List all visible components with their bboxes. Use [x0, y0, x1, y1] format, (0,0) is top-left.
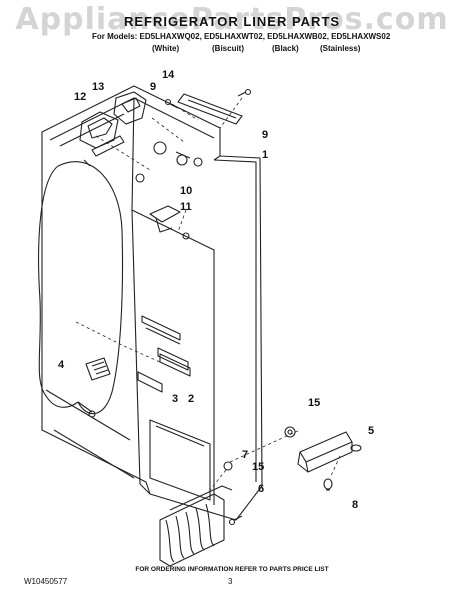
callout-3: 3 [172, 393, 179, 405]
callout-11: 11 [180, 201, 192, 213]
callout-6: 6 [258, 483, 265, 495]
part-14-strip [177, 93, 243, 125]
document-number: W10450577 [24, 577, 68, 586]
part-4-grille [85, 357, 111, 381]
page-title: REFRIGERATOR LINER PARTS [123, 14, 341, 29]
callout-13: 13 [92, 81, 105, 93]
part-5-housing [297, 431, 362, 473]
color-white: (White) [152, 44, 180, 53]
part-7-heater [159, 485, 233, 567]
page-number: 3 [228, 577, 233, 586]
color-biscuit: (Biscuit) [212, 44, 244, 53]
part-15-nut [223, 426, 296, 471]
callout-4: 4 [58, 359, 65, 371]
callout-8: 8 [352, 499, 359, 511]
callout-9-right: 9 [262, 129, 269, 141]
ordering-note: FOR ORDERING INFORMATION REFER TO PARTS … [135, 566, 329, 573]
callout-14: 14 [162, 69, 175, 81]
part-12-13-brackets [79, 91, 147, 149]
part-6-screw [228, 515, 243, 526]
screw-9 [164, 88, 252, 109]
model-list: For Models: ED5LHAXWQ02, ED5LHAXWT02, ED… [92, 32, 391, 41]
color-stainless: (Stainless) [320, 44, 361, 53]
rail-parts [137, 315, 191, 393]
callout-5: 5 [368, 425, 375, 437]
leader-lines [75, 97, 341, 491]
liner-body [41, 85, 263, 521]
watermark: AppliancePartsPros.com [15, 2, 449, 37]
wire-harness [38, 161, 124, 418]
callout-15-right: 15 [308, 397, 321, 409]
callout-15-left: 15 [252, 461, 265, 473]
callout-7: 7 [242, 449, 249, 461]
callout-1: 1 [262, 149, 269, 161]
part-10-11 [149, 205, 190, 240]
part-8-bulb [323, 478, 333, 491]
callout-2: 2 [188, 393, 195, 405]
color-black: (Black) [272, 44, 299, 53]
callout-9-top: 9 [150, 81, 157, 93]
callout-10: 10 [180, 185, 193, 197]
callout-12: 12 [74, 91, 87, 103]
